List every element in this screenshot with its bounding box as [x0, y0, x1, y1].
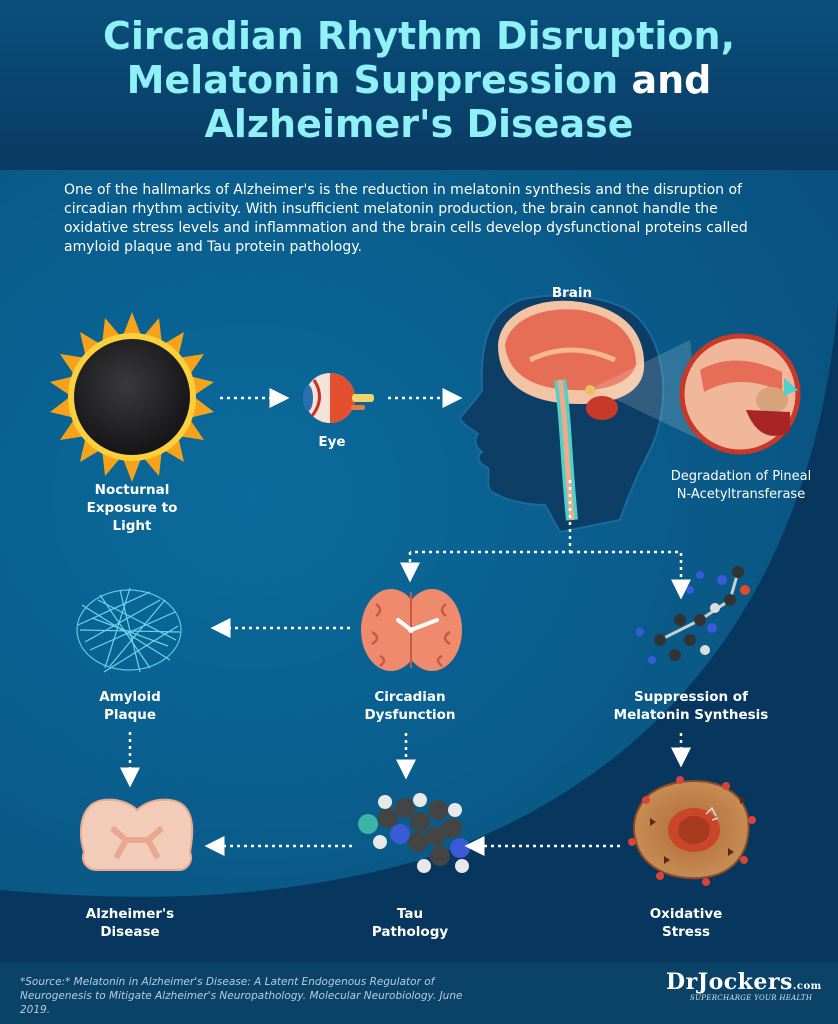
brain-clock-icon — [361, 589, 462, 671]
label-amyloid-plaque: Amyloid Plaque — [99, 689, 161, 723]
label-eye: Eye — [318, 434, 346, 450]
head-brain-icon — [458, 294, 665, 534]
source-citation: *Source:* Melatonin in Alzheimer's Disea… — [20, 976, 463, 1016]
brand-logo: DrJockers.com — [666, 969, 821, 999]
brand-tagline: SUPERCHARGE YOUR HEALTH — [690, 994, 813, 1002]
label-tau-pathology: Tau Pathology — [371, 906, 449, 940]
label-alzheimers-disease: Alzheimer's Disease — [85, 906, 175, 940]
arrows — [120, 388, 691, 856]
eye-icon — [303, 373, 374, 423]
label-pineal-degradation: Degradation of Pineal N-Acetyltransferas… — [670, 469, 812, 502]
label-brain: Brain — [551, 285, 593, 301]
sun-icon — [50, 312, 214, 482]
amyloid-plaque-icon — [76, 587, 182, 673]
brand-name: DrJockers — [666, 969, 793, 995]
arrow-to-melatonin — [570, 550, 691, 600]
title-and: and — [631, 58, 712, 102]
brand-domain: .com — [792, 981, 822, 992]
page-title: Circadian Rhythm Disruption, Melatonin S… — [0, 14, 838, 146]
intro-paragraph: One of the hallmarks of Alzheimer's is t… — [64, 182, 748, 255]
label-nocturnal-light: Nocturnal Exposure to Light — [86, 482, 178, 534]
melatonin-molecule-icon — [636, 566, 750, 664]
alzheimers-brain-icon — [79, 798, 194, 871]
title-line-1: Circadian Rhythm Disruption, — [102, 14, 736, 58]
pineal-zoom-icon — [679, 333, 801, 455]
label-melatonin-suppression: Suppression of Melatonin Synthesis — [613, 689, 769, 723]
oxidative-cell-icon — [628, 776, 756, 886]
title-line-3: Alzheimer's Disease — [204, 102, 634, 146]
label-oxidative-stress: Oxidative Stress — [649, 906, 723, 940]
zoom-beam — [592, 340, 700, 440]
title-line-2: Melatonin Suppression — [126, 58, 619, 102]
tau-molecule-icon — [358, 793, 470, 873]
label-circadian-dysfunction: Circadian Dysfunction — [364, 689, 456, 723]
